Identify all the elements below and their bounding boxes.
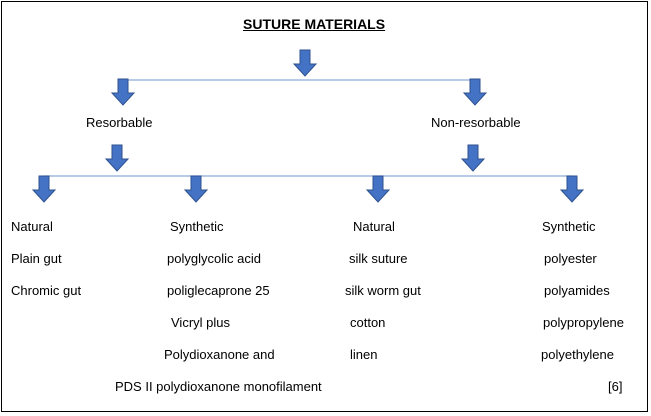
list-item: PDS II polydioxanone monofilament <box>115 379 322 394</box>
column-header-synthetic-resorbable: Synthetic <box>170 219 224 234</box>
list-item: Plain gut <box>11 251 62 266</box>
list-item: Polydioxanone and <box>164 347 275 362</box>
list-item: silk suture <box>349 251 408 266</box>
down-arrow-icon-root <box>292 49 318 77</box>
branch-non-resorbable-label: Non-resorbable <box>431 115 521 130</box>
column-header-natural-non-resorbable: Natural <box>353 219 395 234</box>
down-arrow-icon-synthetic-resorbable <box>183 175 209 203</box>
branch-resorbable-label: Resorbable <box>86 115 153 130</box>
list-item: silk worm gut <box>345 283 421 298</box>
down-arrow-icon-synthetic-non-resorbable <box>559 175 585 203</box>
list-item: Vicryl plus <box>171 315 231 330</box>
list-item: polyethylene <box>541 347 614 362</box>
list-item: polypropylene <box>543 315 624 330</box>
down-arrow-icon-non-resorbable <box>462 78 488 106</box>
column-header-natural-resorbable: Natural <box>11 219 53 234</box>
down-arrow-icon-resorbable <box>110 78 136 106</box>
list-item: polyglycolic acid <box>167 251 261 266</box>
down-arrow-icon-resorbable-split <box>104 144 130 172</box>
list-item: polyester <box>544 251 597 266</box>
diagram-title: SUTURE MATERIALS <box>243 16 386 32</box>
list-item: linen <box>350 347 378 362</box>
list-item: cotton <box>350 315 386 330</box>
down-arrow-icon-natural-resorbable <box>31 175 57 203</box>
citation-reference: [6] <box>608 379 623 394</box>
list-item: Chromic gut <box>11 283 82 298</box>
down-arrow-icon-natural-non-resorbable <box>365 175 391 203</box>
list-item: poliglecaprone 25 <box>167 283 270 298</box>
down-arrow-icon-non-resorbable-split <box>460 144 486 172</box>
column-header-synthetic-non-resorbable: Synthetic <box>542 219 596 234</box>
list-item: polyamides <box>544 283 610 298</box>
